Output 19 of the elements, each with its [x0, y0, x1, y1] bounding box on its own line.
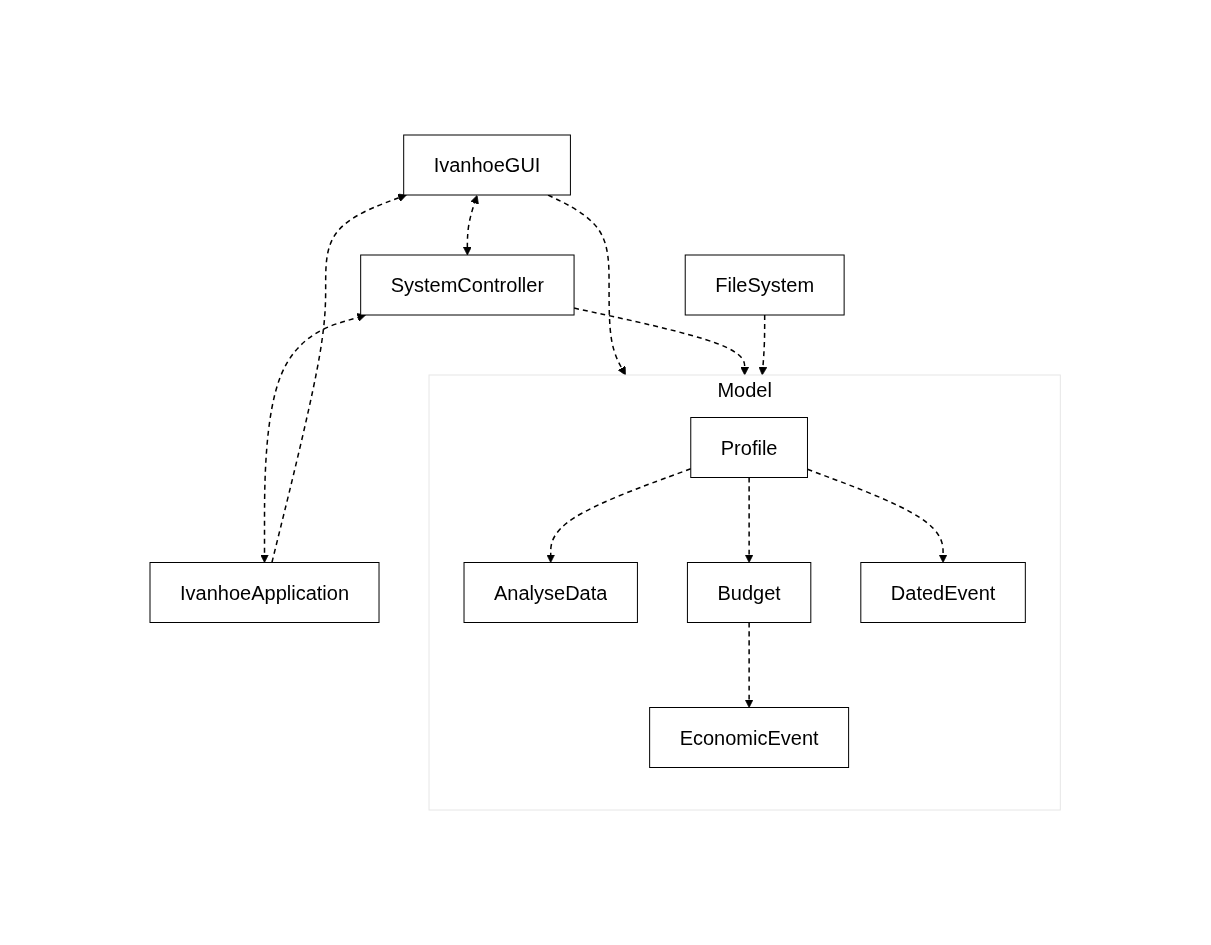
node-box: DatedEvent	[860, 562, 1027, 623]
arrow	[260, 313, 367, 563]
node-box: SystemController	[360, 254, 575, 316]
node-box: EconomicEvent	[649, 707, 850, 768]
node-box: IvanhoeGUI	[403, 134, 572, 196]
arrow	[807, 468, 948, 563]
arrow	[745, 476, 754, 563]
arrow	[547, 194, 627, 376]
node-box: FileSystem	[685, 254, 845, 316]
node-box: Profile	[690, 417, 809, 478]
node-box: AnalyseData	[463, 562, 639, 623]
arrow	[271, 193, 408, 564]
node-box: Budget	[687, 562, 812, 623]
arrow	[745, 621, 754, 708]
arrow	[573, 307, 750, 376]
arrow	[546, 468, 692, 563]
arrow	[463, 195, 480, 256]
arrow	[758, 314, 768, 376]
node-box: IvanhoeApplication	[149, 562, 380, 623]
